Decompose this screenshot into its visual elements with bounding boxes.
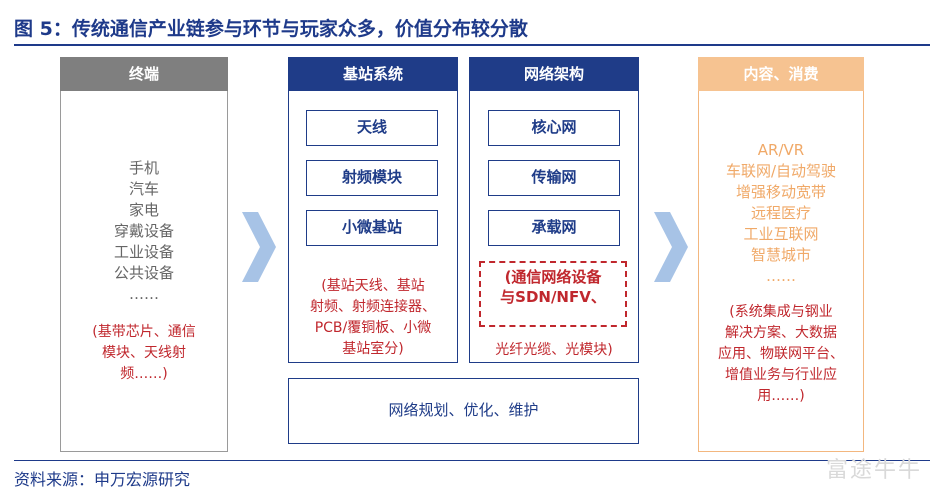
list-item: 工业互联网 [743,225,819,243]
content-items: AR/VR 车联网/自动驾驶 增强移动宽带 远程医疗 工业互联网 智慧城市 …… [698,140,864,287]
content-header: 内容、消费 [698,57,864,91]
content-column [698,57,864,452]
base-station-header: 基站系统 [288,57,458,91]
source-text: 资料来源：申万宏源研究 [14,470,191,489]
network-header: 网络架构 [469,57,639,91]
terminal-column [60,57,228,452]
core-network-box: 核心网 [488,110,620,146]
list-item: 车联网/自动驾驶 [725,162,837,180]
figure-title: 图 5：传统通信产业链参与环节与玩家众多，价值分布较分散 [14,18,528,40]
antenna-box: 天线 [306,110,438,146]
content-note: (系统集成与钢业 解决方案、大数据 应用、物联网平台、 增值业务与行业应 用……… [718,304,844,404]
list-item: 家电 [128,201,159,219]
list-item: …… [766,267,796,285]
list-item: 智慧城市 [750,246,811,264]
list-item: 汽车 [128,180,159,198]
source-divider [14,460,930,461]
transport-network-box: 传输网 [488,160,620,196]
list-item: 工业设备 [113,243,174,261]
chevron-right-icon [242,212,276,282]
list-item: 公共设备 [113,264,174,282]
title-divider [14,44,930,46]
highlighted-network-equipment: (通信网络设备 与SDN/NFV、 [479,261,627,327]
terminal-note: (基带芯片、通信 模块、天线射 频……) [92,324,196,382]
list-item: 手机 [128,159,159,177]
planning-optimization-box: 网络规划、优化、维护 [288,378,639,444]
list-item: 远程医疗 [750,204,811,222]
list-item: AR/VR [757,141,805,159]
list-item: …… [129,285,159,303]
bearer-network-box: 承载网 [488,210,620,246]
small-cell-box: 小微基站 [306,210,438,246]
watermark: 富途牛牛 [825,458,922,483]
chevron-right-icon [654,212,688,282]
base-station-note: (基站天线、基站 射频、射频连接器、 PCB/覆铜板、小微 基站室分) [310,278,436,357]
rf-module-box: 射频模块 [306,160,438,196]
list-item: 穿戴设备 [113,222,174,240]
terminal-header: 终端 [60,57,228,91]
network-note-tail: 光纤光缆、光模块) [495,342,613,358]
list-item: 增强移动宽带 [735,183,826,201]
terminal-items: 手机 汽车 家电 穿戴设备 工业设备 公共设备 …… [60,158,228,305]
